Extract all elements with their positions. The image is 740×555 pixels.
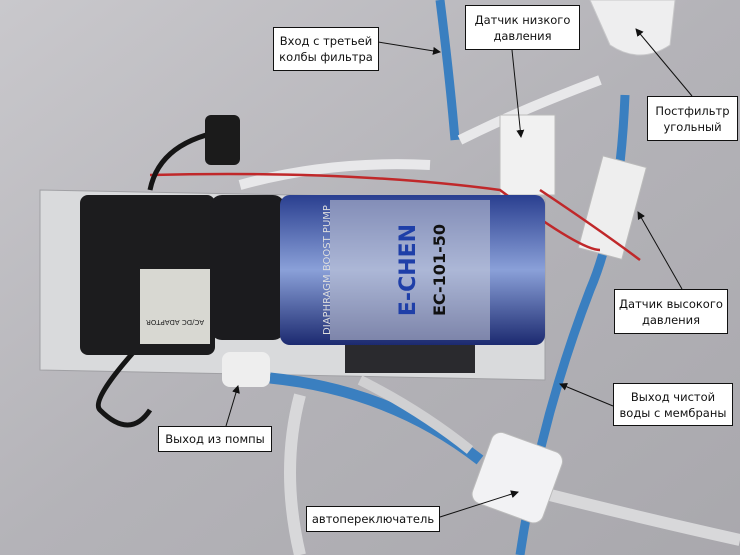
pump-model: EC-101-50 xyxy=(430,224,449,316)
label-inlet-third-filter: Вход с третьей колбы фильтра xyxy=(273,27,379,71)
pump-brand: E-CHEN xyxy=(396,224,421,316)
power-plug xyxy=(205,115,240,165)
low-pressure-sensor xyxy=(499,114,556,196)
label-membrane-outlet: Выход чистой воды с мембраны xyxy=(613,383,733,426)
white-tube xyxy=(284,393,306,555)
white-tube xyxy=(357,375,474,454)
pump-outlet-fitting xyxy=(222,352,270,387)
red-wire xyxy=(149,172,641,262)
blue-tube-inlet xyxy=(435,0,460,141)
label-carbon-postfilter: Постфильтр угольный xyxy=(647,96,738,141)
label-high-pressure-sensor: Датчик высокого давления xyxy=(614,289,728,334)
white-tube xyxy=(238,75,602,190)
pump-head xyxy=(210,195,285,340)
adapter-label: AC/DC ADAPTOR xyxy=(146,318,204,326)
pump-side-text: DIAPHRAGM BOOST PUMP xyxy=(322,205,333,335)
white-tube xyxy=(548,489,740,546)
label-auto-shutoff-valve: автопереключатель xyxy=(306,506,440,532)
label-low-pressure-sensor: Датчик низкого давления xyxy=(465,5,580,50)
label-pump-outlet: Выход из помпы xyxy=(158,426,272,452)
pump-bracket xyxy=(345,345,475,373)
high-pressure-sensor xyxy=(577,155,647,260)
